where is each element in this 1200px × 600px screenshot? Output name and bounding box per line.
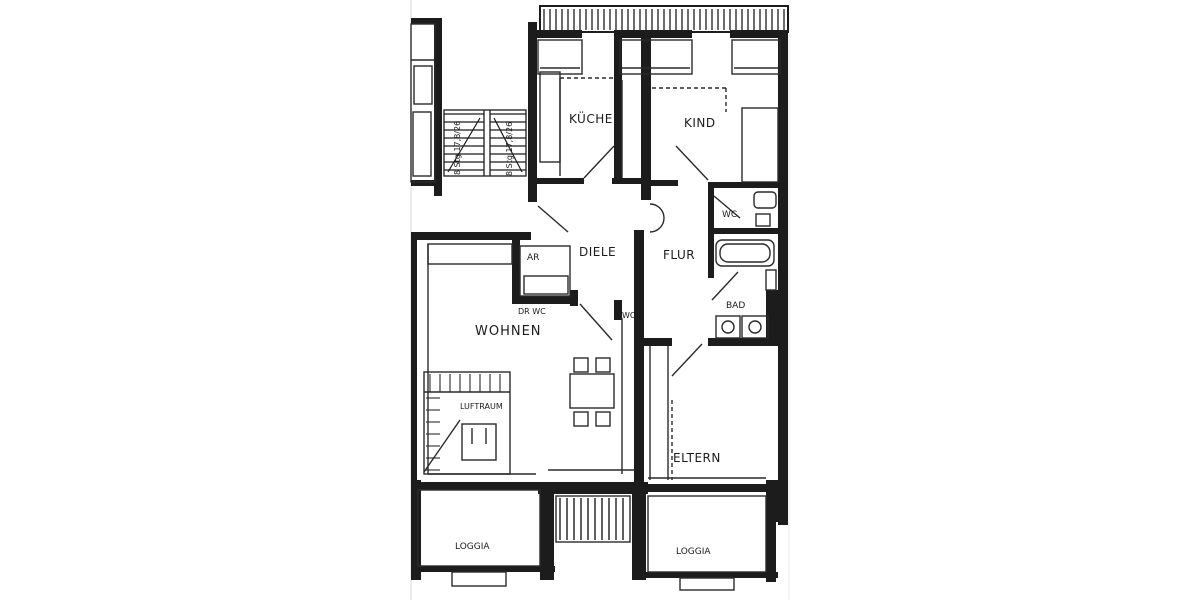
room-label-loggia-left: LOGGIA [455, 542, 490, 552]
room-label-eltern: ELTERN [673, 451, 721, 465]
room-label-bad: BAD [726, 301, 745, 311]
staircase-treads [444, 113, 526, 173]
exterior-walls [411, 18, 788, 582]
annotation-dr-wc: DR WC [518, 307, 546, 316]
room-label-loggia-right: LOGGIA [676, 547, 711, 557]
room-label-wc: WC [722, 210, 737, 220]
room-label-kueche: KÜCHE [569, 110, 613, 126]
room-label-flur: FLUR [663, 248, 695, 262]
room-label-wohnen: WOHNEN [475, 324, 542, 339]
room-label-diele: DIELE [579, 245, 616, 259]
paper-sheet [410, 0, 790, 600]
room-label-ar: AR [527, 253, 539, 263]
roof-parapet [539, 5, 789, 33]
room-label-kind: KIND [684, 116, 716, 130]
balcony-railing [559, 498, 624, 540]
room-label-luftraum: LUFTRAUM [460, 402, 503, 411]
annotation-wc-small: WC [622, 311, 636, 320]
stair-annotation-right: 8 Stg 17,8/26 [505, 122, 514, 176]
stair-annotation-left: 8 Stg 17,8/26 [453, 121, 462, 175]
interior-lines [410, 23, 781, 591]
luftraum-stair-treads [426, 374, 501, 471]
